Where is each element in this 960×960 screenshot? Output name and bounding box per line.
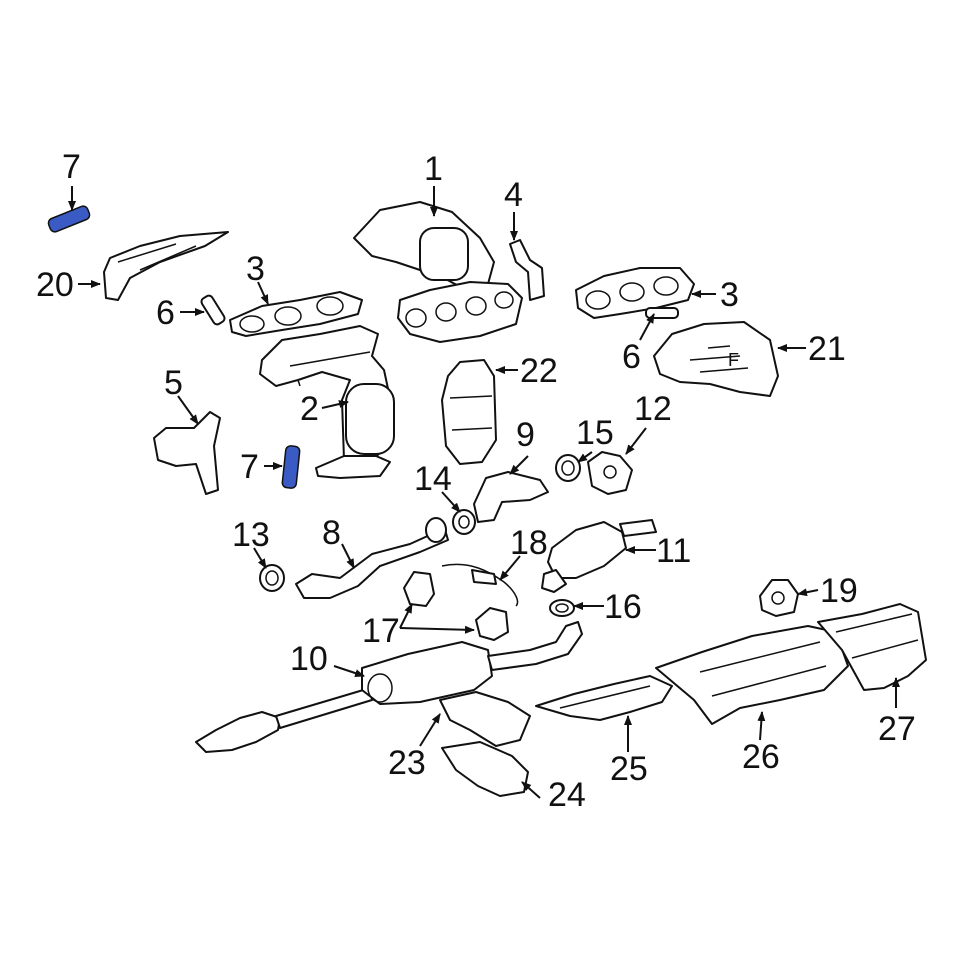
part-3-gasket-right[interactable]	[575, 267, 695, 319]
callout-24: 24	[548, 776, 586, 814]
callout-9: 9	[516, 416, 535, 454]
callout-19: 19	[820, 572, 858, 610]
part-8-front-pipe[interactable]	[295, 517, 449, 599]
callout-26: 26	[742, 738, 780, 776]
part-5-bracket[interactable]	[153, 411, 221, 495]
callout-14: 14	[414, 460, 452, 498]
part-13-gasket[interactable]	[259, 564, 285, 592]
part-7-stud-top[interactable]	[47, 205, 91, 234]
part-17-hanger-upper[interactable]	[403, 571, 435, 607]
callout-18: 18	[510, 524, 548, 562]
callout-3-right: 3	[720, 276, 739, 314]
callout-2: 2	[300, 390, 319, 428]
part-16-gasket[interactable]	[549, 599, 575, 617]
part-1-manifold-converter[interactable]	[353, 201, 523, 343]
part-17-hanger-lower[interactable]	[475, 607, 509, 641]
callout-20: 20	[36, 266, 74, 304]
callout-23: 23	[388, 744, 426, 782]
callout-6-left: 6	[156, 294, 175, 332]
callout-7-middle: 7	[240, 448, 259, 486]
part-10-muffler-assembly[interactable]	[195, 621, 583, 753]
callout-3-left: 3	[246, 250, 265, 288]
part-23-insulator[interactable]	[439, 691, 531, 747]
part-6-stud-left[interactable]	[200, 294, 226, 326]
part-27-heat-insulator[interactable]	[817, 603, 927, 691]
part-22-converter[interactable]	[441, 359, 497, 465]
callout-21: 21	[808, 330, 846, 368]
part-21-heat-shield[interactable]: F	[653, 321, 779, 397]
part-7-stud-middle[interactable]	[281, 445, 301, 489]
part-18-sensor[interactable]	[441, 563, 519, 607]
callout-6-right: 6	[622, 338, 641, 376]
callout-12: 12	[634, 390, 672, 428]
part-11-sub-muffler[interactable]	[541, 519, 657, 593]
callout-1: 1	[424, 150, 443, 188]
part-24-insulator[interactable]	[441, 741, 529, 797]
callout-8: 8	[322, 514, 341, 552]
part-2-manifold-converter[interactable]	[259, 325, 395, 479]
part-12-hanger[interactable]	[587, 451, 633, 495]
part-19-hanger[interactable]	[759, 579, 799, 617]
callout-5: 5	[164, 364, 183, 402]
part-20-heat-insulator[interactable]	[103, 231, 229, 301]
callout-22: 22	[520, 352, 558, 390]
part-6-stud-right[interactable]	[645, 307, 679, 319]
part-15-gasket[interactable]	[555, 454, 581, 482]
part-4-bracket[interactable]	[509, 239, 545, 301]
callout-15: 15	[576, 414, 614, 452]
callout-11: 11	[656, 532, 691, 570]
part-14-gasket[interactable]	[452, 509, 476, 535]
heat-shield-marking: F	[728, 350, 739, 370]
callout-16: 16	[604, 588, 642, 626]
part-25-heat-insulator[interactable]	[535, 675, 673, 721]
callout-10: 10	[290, 640, 328, 678]
leader-lines	[68, 186, 900, 799]
callout-17: 17	[362, 612, 400, 650]
callout-7-top: 7	[62, 148, 81, 186]
part-26-heat-insulator[interactable]	[655, 625, 849, 725]
callout-27: 27	[878, 710, 916, 748]
callout-13: 13	[232, 516, 270, 554]
callout-4: 4	[504, 176, 523, 214]
callout-numbers: 7 20 6 3 1 4 3 6 21 22 5 2 7 9 15 12 14 …	[36, 148, 916, 814]
part-9-flange-pipe[interactable]	[473, 471, 549, 523]
part-3-gasket-left[interactable]	[229, 291, 363, 337]
callout-25: 25	[610, 750, 648, 788]
